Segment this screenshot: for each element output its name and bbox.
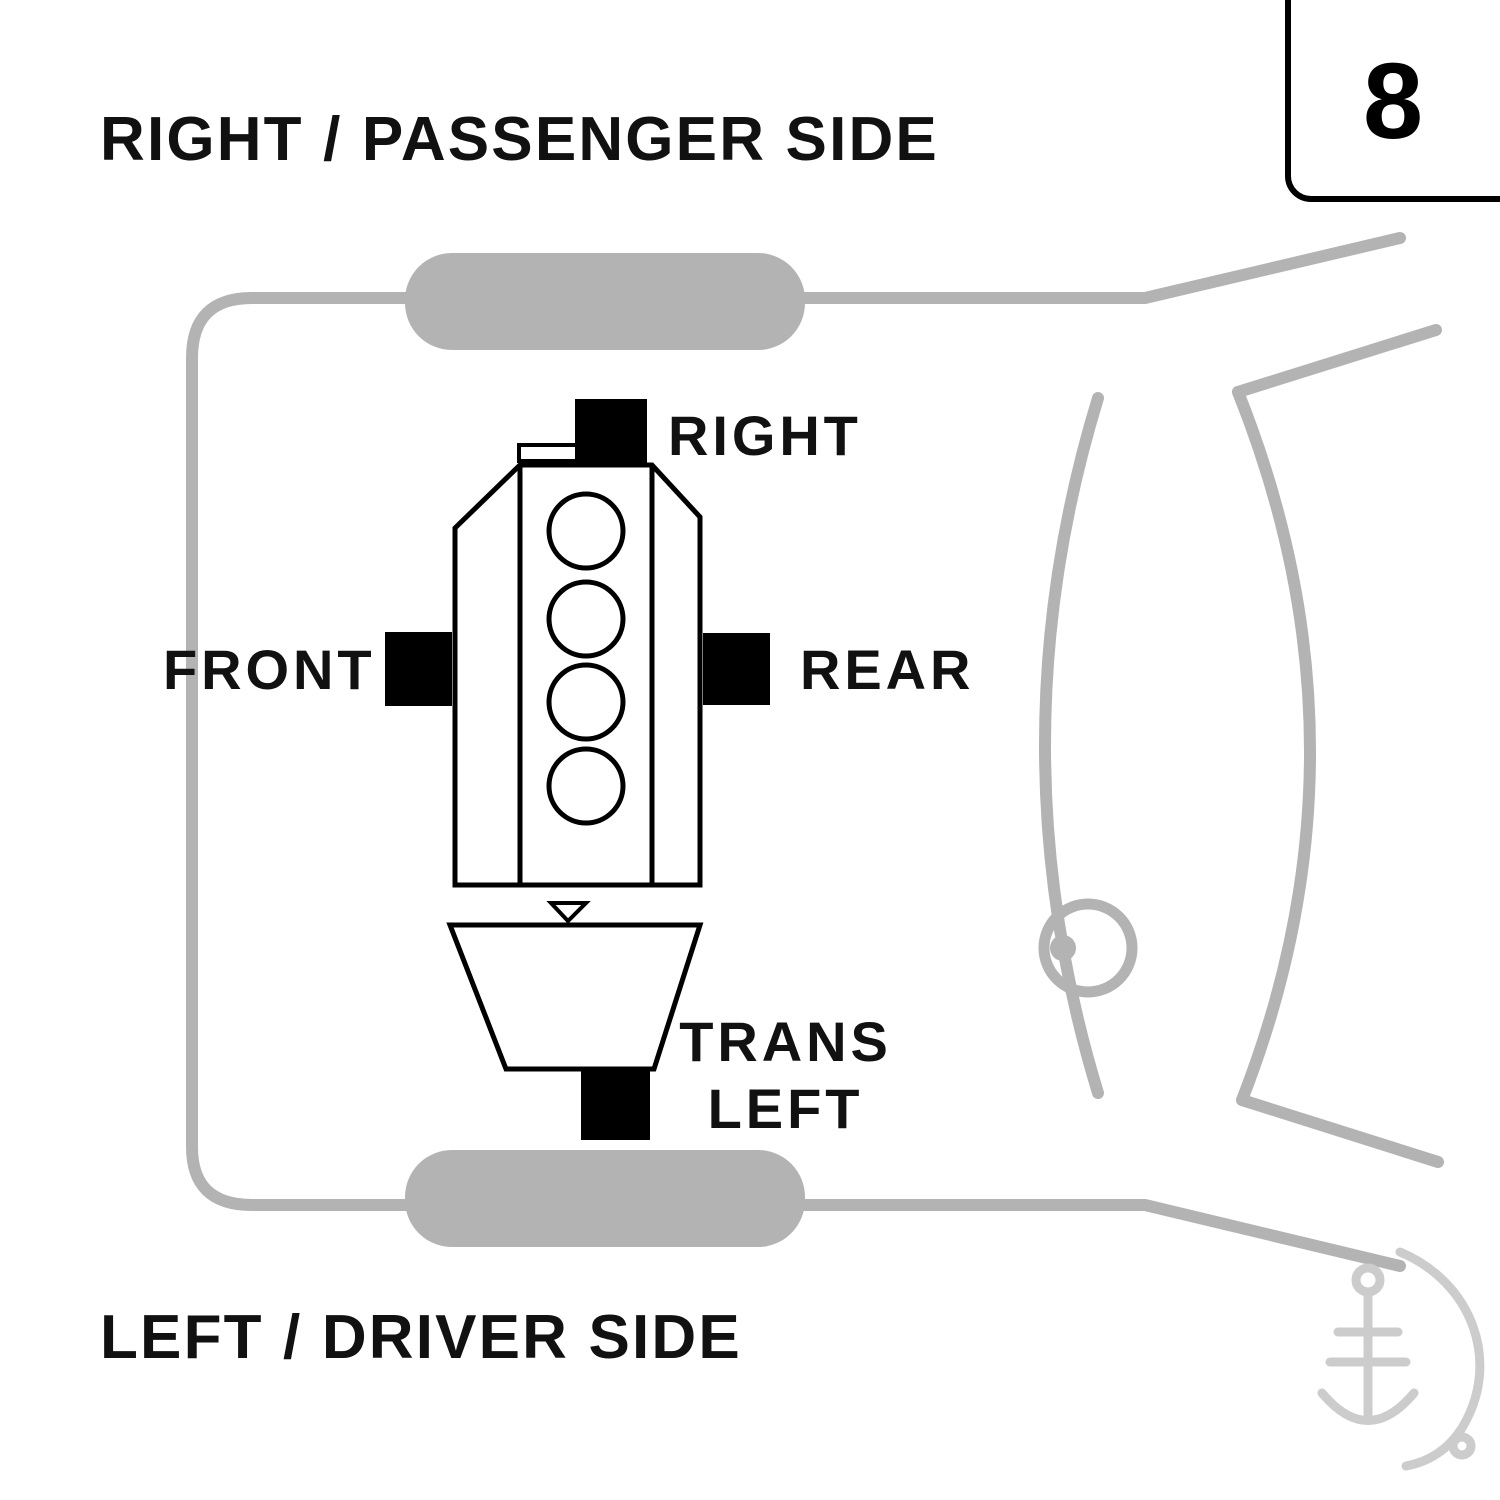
engine-assembly	[385, 399, 770, 1140]
cylinder-2	[546, 579, 626, 659]
mount-right-block	[575, 399, 647, 467]
transmission-fill-mark	[546, 901, 591, 924]
watermark-anchor-logo	[1317, 1247, 1485, 1471]
anchor-arms	[1317, 1388, 1419, 1425]
page-number: 8	[1362, 39, 1424, 161]
mount-blocks	[385, 399, 770, 1140]
cylinder-4	[546, 746, 626, 826]
windshield-front-curve	[1232, 386, 1316, 1106]
mount-label-front: FRONT	[163, 638, 376, 701]
mount-label-trans-left: TRANS LEFT	[678, 1008, 893, 1142]
mount-label-trans-line1: TRANS	[679, 1010, 892, 1073]
anchor-rope-end-dot	[1448, 1432, 1476, 1460]
wheel-top	[405, 253, 805, 350]
page-number-box: 8	[1285, 0, 1500, 202]
body-detail-dot	[1050, 935, 1076, 961]
a-pillar-bottom-line	[1236, 1094, 1444, 1168]
wheels	[405, 253, 805, 1247]
top-bracket	[517, 443, 579, 463]
a-pillar-top-line	[1232, 324, 1442, 398]
mount-front-block	[385, 632, 452, 706]
wheel-bottom	[405, 1150, 805, 1247]
mount-trans-left-block	[581, 1068, 650, 1140]
mount-label-right: RIGHT	[668, 404, 862, 467]
cylinder-3	[546, 662, 626, 742]
mount-label-rear: REAR	[800, 638, 975, 701]
mount-label-trans-line2: LEFT	[707, 1077, 864, 1141]
cylinder-1	[546, 491, 626, 571]
left-driver-side-title: LEFT / DRIVER SIDE	[100, 1303, 742, 1372]
right-passenger-side-title: RIGHT / PASSENGER SIDE	[100, 105, 939, 174]
anchor-rope-swoosh	[1395, 1247, 1485, 1471]
transmission-outline	[446, 922, 704, 1072]
mount-rear-block	[703, 633, 770, 705]
car-body-path	[186, 232, 1406, 1272]
car-outline	[186, 232, 1444, 1272]
body-detail-circle	[1038, 898, 1138, 998]
